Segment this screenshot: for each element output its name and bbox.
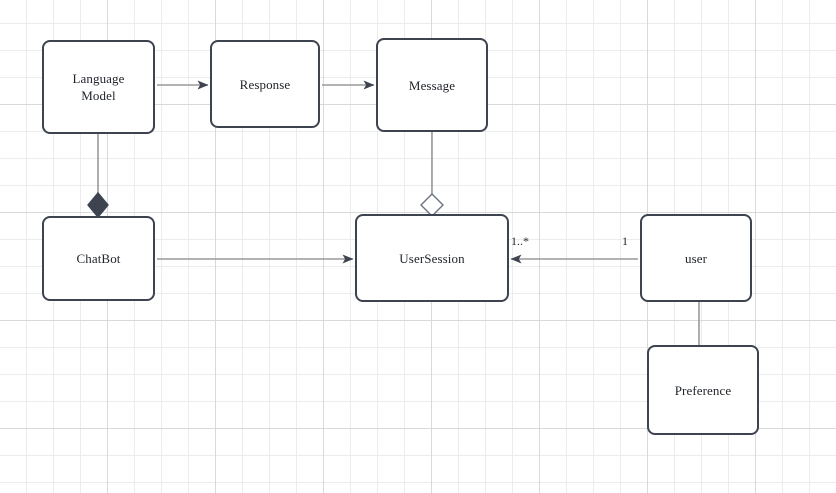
node-message-label: Message: [408, 77, 456, 93]
node-user-label: user: [684, 250, 708, 266]
edge-language-model-to-chatbot: [87, 134, 109, 219]
node-preference[interactable]: Preference: [647, 345, 759, 435]
node-chatbot-label: ChatBot: [76, 251, 121, 266]
node-language-model-label: Language Model: [72, 71, 125, 103]
node-message[interactable]: Message: [376, 38, 488, 132]
node-chatbot[interactable]: ChatBot: [42, 216, 155, 301]
node-response-label: Response: [239, 76, 291, 92]
node-user-session-label: UserSession: [399, 250, 465, 266]
node-preference-label: Preference: [674, 382, 732, 398]
edge-message-to-user-session: [420, 132, 444, 217]
aggregation-diamond-icon: [420, 193, 444, 217]
multiplicity-label-source: 1: [622, 234, 628, 248]
composition-diamond-icon: [87, 191, 109, 219]
node-user-session[interactable]: UserSession: [355, 214, 509, 302]
multiplicity-label-target: 1..*: [511, 234, 529, 248]
node-user[interactable]: user: [640, 214, 752, 302]
node-language-model[interactable]: Language Model: [42, 40, 155, 134]
node-response[interactable]: Response: [210, 40, 320, 128]
